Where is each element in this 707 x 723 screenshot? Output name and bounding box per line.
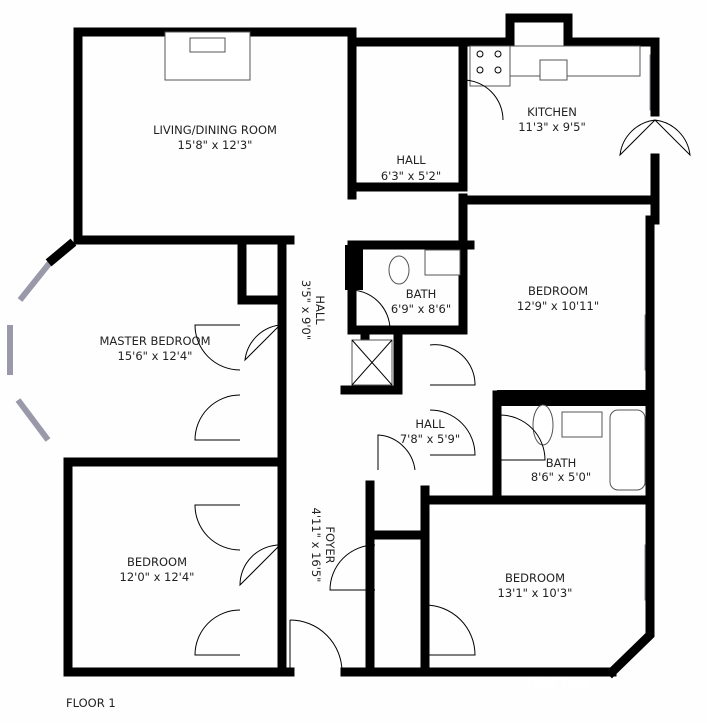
kitchen-sink bbox=[539, 59, 568, 81]
room-name-bath-2: BATH bbox=[546, 456, 577, 470]
room-size-master-bedroom: 15'6" x 12'4" bbox=[118, 349, 193, 363]
fixtures bbox=[164, 31, 646, 491]
room-size-bedroom-3: 13'1" x 10'3" bbox=[498, 586, 573, 600]
room-labels: LIVING/DINING ROOM 15'8" x 12'3" KITCHEN… bbox=[66, 105, 599, 710]
room-size-bedroom-2: 12'0" x 12'4" bbox=[120, 570, 195, 584]
counter bbox=[509, 45, 641, 77]
bath-sink bbox=[424, 249, 461, 276]
toilet-2 bbox=[532, 404, 554, 446]
watermark: Red Tree bbox=[527, 675, 590, 692]
stove bbox=[469, 45, 511, 87]
room-size-bath-2: 8'6" x 5'0" bbox=[531, 470, 591, 484]
room-size-living-dining: 15'8" x 12'3" bbox=[178, 138, 253, 152]
bath-sink-2 bbox=[561, 411, 603, 438]
room-name-hall-2: HALL bbox=[313, 295, 327, 325]
room-name-foyer: FOYER bbox=[323, 526, 337, 563]
room-name-master-bedroom: MASTER BEDROOM bbox=[99, 334, 210, 348]
room-size-bath-1: 6'9" x 8'6" bbox=[391, 302, 451, 316]
doors bbox=[194, 79, 691, 673]
floor-label: FLOOR 1 bbox=[66, 696, 116, 710]
room-name-hall-3: HALL bbox=[415, 417, 445, 431]
room-name-bedroom-1: BEDROOM bbox=[528, 284, 588, 298]
toilet bbox=[388, 255, 410, 285]
room-name-living-dining: LIVING/DINING ROOM bbox=[153, 123, 277, 137]
room-size-hall-1: 6'3" x 5'2" bbox=[381, 169, 441, 183]
room-size-hall-2: 3'5" x 9'0" bbox=[299, 280, 313, 340]
room-name-kitchen: KITCHEN bbox=[527, 105, 577, 119]
room-name-bath-1: BATH bbox=[406, 287, 437, 301]
room-name-hall-1: HALL bbox=[396, 153, 426, 167]
bathtub bbox=[609, 409, 646, 491]
room-size-bedroom-1: 12'9" x 10'11" bbox=[517, 299, 599, 313]
room-size-kitchen: 11'3" x 9'5" bbox=[518, 120, 586, 134]
room-size-hall-3: 7'8" x 5'9" bbox=[400, 432, 460, 446]
room-name-bedroom-2: BEDROOM bbox=[127, 555, 187, 569]
room-name-bedroom-3: BEDROOM bbox=[505, 571, 565, 585]
room-size-foyer: 4'11" x 16'5" bbox=[309, 508, 323, 583]
